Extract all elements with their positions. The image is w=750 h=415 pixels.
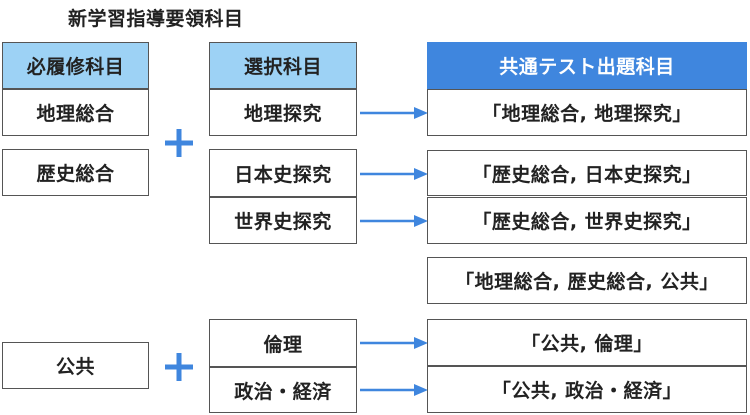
elective-subject-ethics: 倫理 — [209, 319, 357, 367]
required-subject-history: 歴史総合 — [2, 149, 149, 196]
arrow-icon — [360, 168, 428, 180]
elective-subject-japanese-history-inquiry: 日本史探究 — [209, 149, 357, 197]
plus-icon — [165, 353, 193, 381]
exam-combination-politics-economics: 「公共, 政治・経済」 — [427, 366, 747, 413]
required-subject-geography: 地理総合 — [2, 89, 149, 136]
exam-combination-japanese-history: 「歴史総合, 日本史探究」 — [427, 150, 747, 196]
arrow-icon — [360, 337, 428, 349]
elective-subject-politics-economics: 政治・経済 — [209, 367, 357, 413]
exam-combination-ethics: 「公共, 倫理」 — [427, 319, 747, 366]
exam-subjects-header: 共通テスト出題科目 — [427, 42, 747, 89]
arrow-icon — [360, 107, 428, 119]
page-title: 新学習指導要領科目 — [68, 8, 244, 30]
required-subjects-header: 必履修科目 — [2, 42, 149, 89]
elective-subjects-header: 選択科目 — [209, 42, 357, 89]
arrow-icon — [360, 215, 428, 227]
arrow-icon — [360, 384, 428, 396]
exam-combination-general: 「地理総合, 歴史総合, 公共」 — [427, 257, 747, 304]
exam-combination-world-history: 「歴史総合, 世界史探究」 — [427, 197, 747, 244]
elective-subject-geography-inquiry: 地理探究 — [209, 89, 357, 136]
elective-subject-world-history-inquiry: 世界史探究 — [209, 197, 357, 244]
required-subject-public: 公共 — [2, 342, 149, 389]
exam-combination-geography: 「地理総合, 地理探究」 — [427, 89, 747, 136]
plus-icon — [165, 129, 193, 157]
